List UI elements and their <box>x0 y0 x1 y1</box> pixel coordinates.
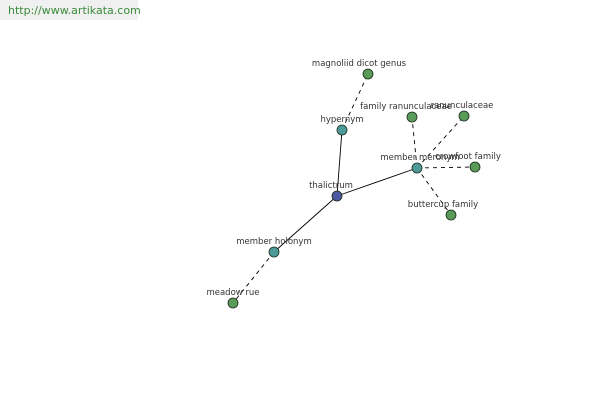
edge-hypernym-to-magnoliid <box>341 73 369 131</box>
url-banner: http://www.artikata.com <box>0 0 141 20</box>
node-member-holonym[interactable] <box>268 246 280 258</box>
node-label-ranunculaceae[interactable]: ranunculaceae <box>431 101 494 111</box>
edge-thalictrum-to-member_holonym <box>273 195 338 253</box>
node-meadow-rue[interactable] <box>227 297 239 309</box>
node-label-crowfoot[interactable]: crowfoot family <box>435 152 501 162</box>
node-thalictrum[interactable] <box>331 190 343 202</box>
node-family-ranunc[interactable] <box>406 111 418 123</box>
edge-member_holonym-to-meadow_rue <box>232 251 275 304</box>
graph-labels: thalictrum hypernym member meronym member h… <box>206 59 500 298</box>
node-buttercup[interactable] <box>445 209 457 221</box>
edge-member_meronym-to-family_ranunc <box>411 116 418 169</box>
edge-member_meronym-to-ranunculaceae <box>416 115 465 169</box>
edge-member_meronym-to-crowfoot <box>416 166 476 169</box>
node-ranunculaceae[interactable] <box>458 110 470 122</box>
edge-thalictrum-to-hypernym <box>336 129 343 197</box>
edge-thalictrum-to-member_meronym <box>336 167 418 197</box>
site-url-link[interactable]: http://www.artikata.com <box>8 4 141 17</box>
node-label-magnoliid[interactable]: magnoliid dicot genus <box>312 59 407 69</box>
node-crowfoot[interactable] <box>469 161 481 173</box>
edge-member_meronym-to-buttercup <box>416 167 452 216</box>
node-label-hypernym[interactable]: hypernym <box>320 115 363 125</box>
node-label-thalictrum[interactable]: thalictrum <box>309 181 353 191</box>
node-member-meronym[interactable] <box>411 162 423 174</box>
graph-edges <box>232 73 476 304</box>
node-label-family-ranunc[interactable]: family ranunculaceae <box>360 102 452 112</box>
node-label-buttercup[interactable]: buttercup family <box>408 200 478 210</box>
node-magnoliid[interactable] <box>362 68 374 80</box>
node-label-meadow-rue[interactable]: meadow rue <box>206 288 259 298</box>
graph-nodes <box>227 68 481 309</box>
node-label-member-holonym[interactable]: member holonym <box>236 237 311 247</box>
node-label-member-meronym[interactable]: member meronym <box>380 153 459 163</box>
node-hypernym[interactable] <box>336 124 348 136</box>
